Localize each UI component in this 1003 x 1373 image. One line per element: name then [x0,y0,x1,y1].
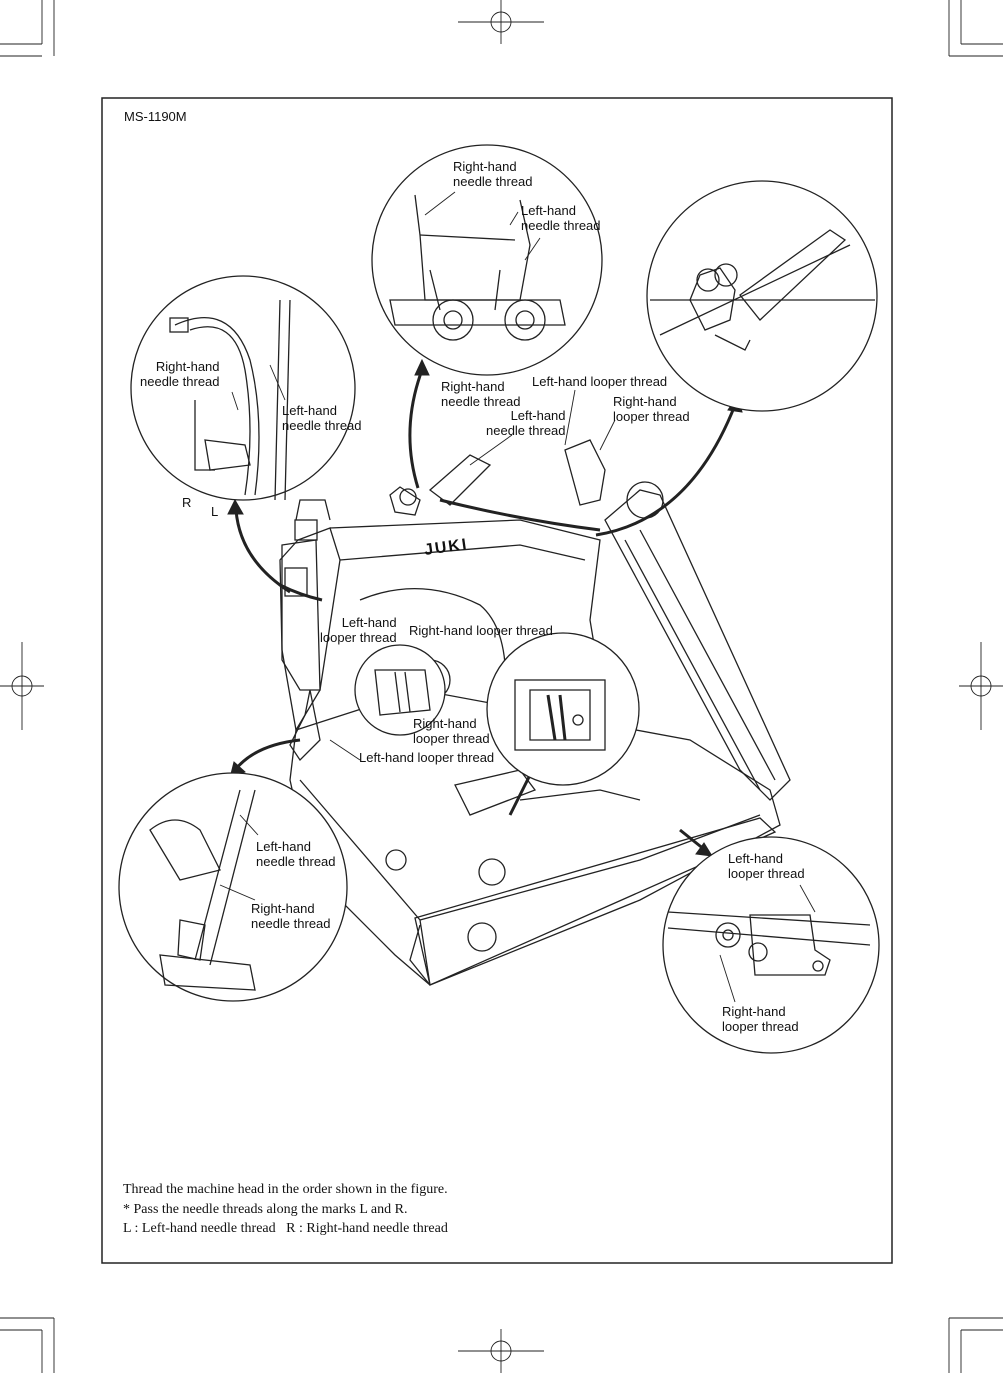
label-bl-rh-needle: Right-hand needle thread [251,901,331,931]
detail-circle-top-right [646,180,878,412]
registration-mark-top [458,0,544,44]
label-mark-r: R [182,495,192,510]
leader-lines [219,191,816,1003]
detail-circle-top [371,144,603,376]
label-main-rh-looper-mid: Right-hand looper thread [409,623,553,638]
label-br-lh-looper: Left-hand looper thread [728,851,805,881]
label-main-lh-needle: Left-hand needle thread [486,408,566,438]
label-main-lh-looper-top: Left-hand looper thread [532,374,668,389]
detail-circle-center [486,632,640,786]
note-line-1: Thread the machine head in the order sho… [123,1182,448,1197]
label-main-lh-looper-mid: Left-hand looper thread [320,615,397,645]
detail-circle-left [130,275,356,501]
label-left-lh-needle: Left-hand needle thread [282,403,362,433]
label-mark-l: L [211,504,219,519]
label-left-rh-needle: Right-hand needle thread [140,359,220,389]
note-line-2: * Pass the needle threads along the mark… [123,1201,408,1217]
label-top-lh-needle: Left-hand needle thread [521,203,601,233]
label-br-rh-looper: Right-hand looper thread [722,1004,799,1034]
label-top-rh-needle: Right-hand needle thread [453,159,533,189]
detail-circle-small [354,644,446,736]
registration-mark-left [0,642,44,730]
threading-notes: Thread the machine head in the order sho… [123,1180,448,1239]
label-bl-lh-needle: Left-hand needle thread [256,839,336,869]
label-main-lh-looper-low: Left-hand looper thread [359,750,495,765]
label-main-rh-looper-low: Right-hand looper thread [413,716,490,746]
model-number: MS-1190M [124,109,187,124]
machine-body [279,439,791,986]
page-frame [101,97,893,1264]
label-main-rh-looper-top: Right-hand looper thread [613,394,690,424]
note-line-3: L : Left-hand needle thread R : Right-ha… [123,1221,448,1236]
registration-mark-bottom [458,1329,544,1373]
label-main-rh-needle: Right-hand needle thread [441,379,521,409]
detail-circle-bottom-right [662,836,880,1054]
registration-mark-right [959,642,1003,730]
detail-circle-bottom-left [118,772,348,1002]
